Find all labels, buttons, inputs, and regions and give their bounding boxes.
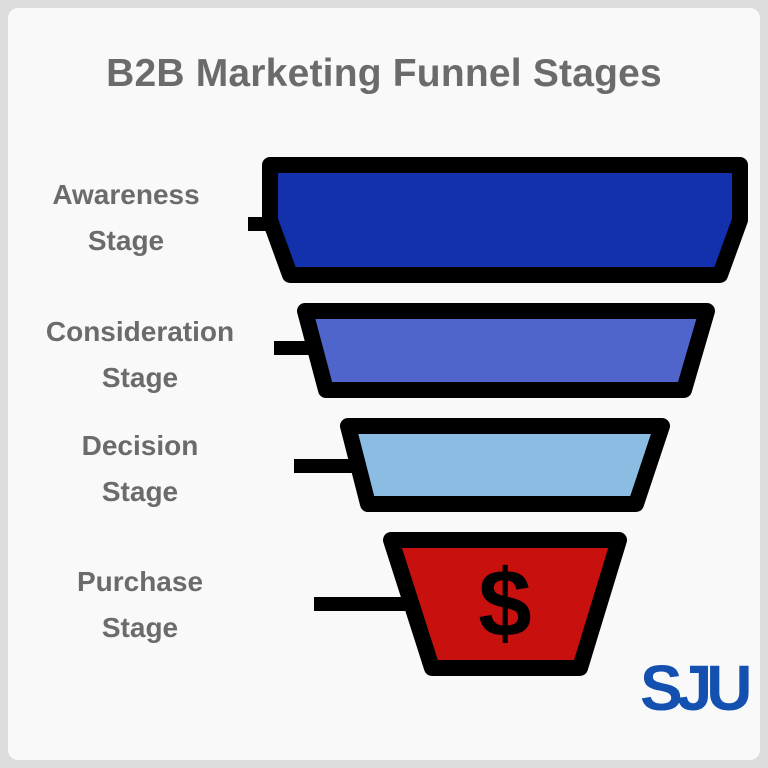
funnel-stage-consideration bbox=[297, 303, 715, 398]
label-line2: Stage bbox=[101, 476, 179, 507]
dollar-sign-icon: $ bbox=[478, 550, 531, 657]
label-line1: Consideration bbox=[45, 316, 235, 347]
label-line1: Decision bbox=[81, 430, 199, 461]
label-line2: Stage bbox=[101, 612, 179, 643]
label-line1: Awareness bbox=[52, 179, 200, 210]
funnel-stage-decision bbox=[340, 418, 670, 512]
label-decision: Decision Stage bbox=[10, 423, 270, 515]
diagram-title: B2B Marketing Funnel Stages bbox=[106, 52, 662, 95]
label-line2: Stage bbox=[101, 362, 179, 393]
label-consideration: Consideration Stage bbox=[10, 309, 270, 401]
label-purchase: Purchase Stage bbox=[10, 559, 270, 651]
sju-logo: SJU bbox=[640, 652, 752, 724]
label-line2: Stage bbox=[87, 225, 165, 256]
funnel-stage-awareness bbox=[262, 157, 748, 283]
label-awareness: Awareness Stage bbox=[0, 172, 256, 264]
label-line1: Purchase bbox=[76, 566, 204, 597]
funnel-stage-purchase bbox=[383, 532, 627, 676]
